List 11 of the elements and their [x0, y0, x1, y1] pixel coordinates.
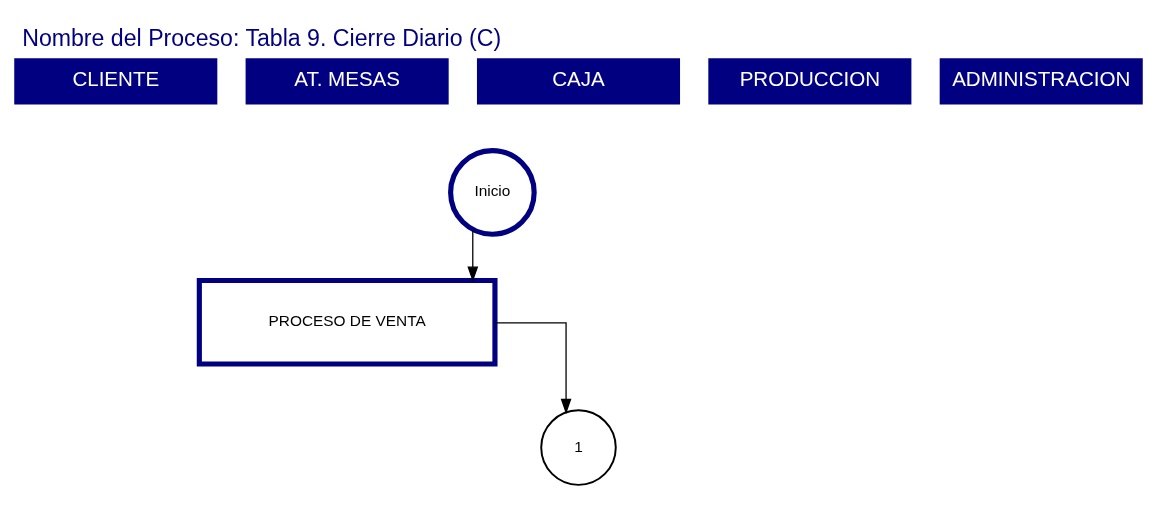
- diagram-title: Nombre del Proceso: Tabla 9. Cierre Diario (C): [22, 24, 502, 51]
- arrow: [494, 321, 572, 414]
- node-circle: 1: [540, 408, 617, 486]
- arrow: [467, 228, 479, 282]
- label: ADMINISTRACION: [952, 66, 1131, 90]
- label: PRODUCCION: [739, 66, 881, 90]
- label: CAJA: [552, 66, 605, 90]
- label: CLIENTE: [72, 66, 160, 90]
- node-box: PROCESO DE VENTA: [196, 277, 498, 367]
- label: AT. MESAS: [294, 66, 401, 90]
- node-circle: Inicio: [448, 147, 537, 237]
